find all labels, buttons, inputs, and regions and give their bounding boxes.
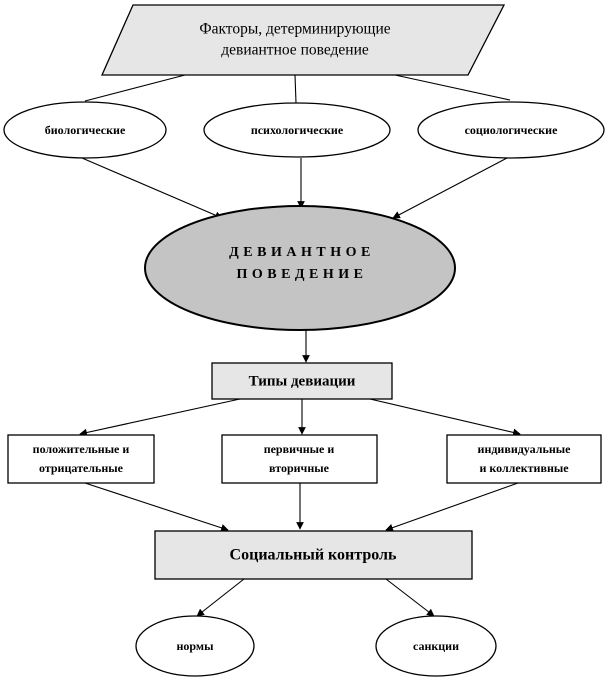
type-primary-secondary-line1: первичные и [264, 442, 335, 456]
control-norms-label: нормы [177, 639, 215, 653]
factor-sociological-label: социологические [465, 123, 558, 137]
type-positive-negative: положительные и отрицательные [7, 434, 155, 484]
type-primary-secondary-line2: вторичные [269, 461, 330, 475]
type-individual-collective-line2: и коллективные [479, 461, 569, 475]
factors-header-shape [101, 4, 506, 76]
factors-header: Факторы, детерминирующие девиантное пове… [101, 4, 506, 76]
center-shape [144, 205, 456, 331]
factor-biological: биологические [3, 101, 167, 159]
edge-control-to-norms [196, 578, 245, 617]
edge-types-to-individual [369, 398, 521, 437]
factor-psychological-shape [203, 102, 391, 158]
control-sanctions: санкции [375, 615, 497, 677]
edge-biological-to-center [81, 157, 223, 219]
factor-biological-label: биологические [45, 123, 126, 137]
control-sanctions-shape [375, 615, 497, 677]
edge-types-to-positive [79, 398, 241, 437]
type-individual-collective-line1: индивидуальные [478, 442, 572, 456]
type-primary-secondary: первичные и вторичные [221, 434, 378, 484]
factor-psychological: психологические [203, 102, 391, 158]
center-label-line2: ПОВЕДЕНИЕ [236, 267, 367, 282]
edge-header-to-biological [84, 74, 186, 102]
factors-header-title-line1: Факторы, детерминирующие [199, 21, 390, 38]
types-box-shape [211, 362, 393, 400]
type-positive-negative-line2: отрицательные [39, 461, 124, 475]
factor-biological-shape [3, 101, 167, 159]
control-norms-shape [135, 615, 255, 677]
social-control-box: Социальный контроль [154, 530, 473, 580]
edge-individual-to-control [385, 482, 519, 532]
factor-sociological: социологические [417, 101, 605, 159]
type-positive-negative-shape [7, 434, 155, 484]
types-box: Типы девиации [211, 362, 393, 400]
edge-sociological-to-center [392, 157, 508, 219]
control-sanctions-label: санкции [413, 639, 459, 653]
social-control-title: Социальный контроль [230, 547, 397, 564]
type-individual-collective-shape [446, 434, 602, 484]
type-individual-collective: индивидуальные и коллективные [446, 434, 602, 484]
deviant-behavior-center: ДЕВИАНТНОЕ ПОВЕДЕНИЕ [144, 205, 456, 331]
edge-header-to-psychological [294, 74, 297, 104]
factors-header-title-line2: девиантное поведение [221, 42, 369, 59]
control-norms: нормы [135, 615, 255, 677]
edge-control-to-sanctions [385, 578, 435, 617]
factor-psychological-label: психологические [251, 123, 344, 137]
edges [79, 74, 521, 617]
social-control-box-shape [154, 530, 473, 580]
factor-sociological-shape [417, 101, 605, 159]
center-label-line1: ДЕВИАНТНОЕ [229, 245, 375, 260]
types-box-title: Типы девиации [249, 373, 356, 389]
type-positive-negative-line1: положительные и [33, 442, 130, 456]
edge-positive-to-control [84, 482, 229, 532]
type-primary-secondary-shape [221, 434, 378, 484]
edge-header-to-sociological [394, 74, 511, 101]
